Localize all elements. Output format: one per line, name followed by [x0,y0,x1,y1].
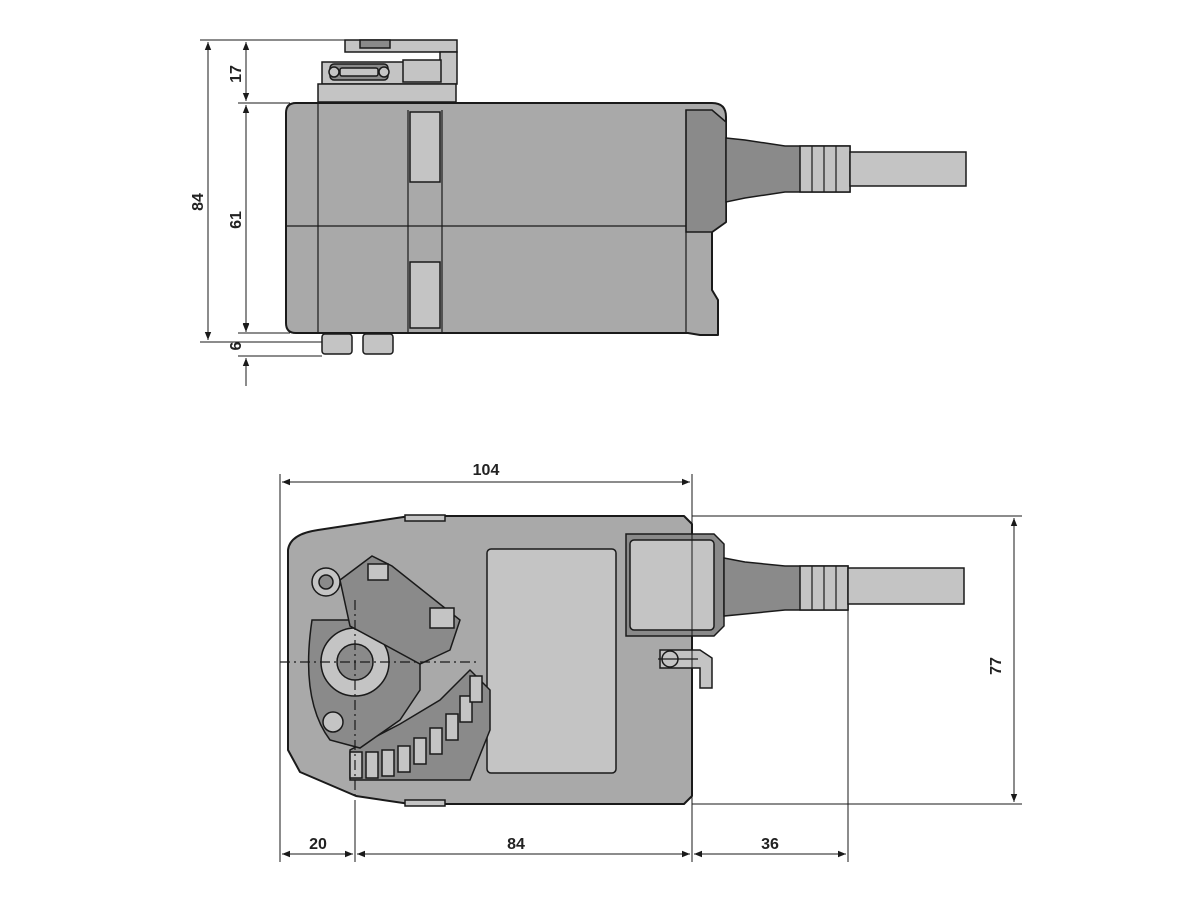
top-cable [723,557,965,617]
side-view: 84 17 61 6 [190,39,967,386]
side-cable [725,137,967,203]
side-clamp [317,39,458,103]
side-body [285,102,727,336]
side-feet [321,333,394,355]
dim-side-middle: 61 [228,211,245,229]
dim-top-left: 20 [309,836,327,853]
dim-side-total: 84 [190,193,207,211]
dim-top-center: 84 [507,836,525,853]
dim-top-total-width: 104 [473,462,500,479]
top-view: 104 77 20 84 36 [279,462,1022,862]
top-dimensions: 104 77 20 84 36 [279,462,1022,862]
dim-side-top: 17 [228,65,245,83]
dim-top-height: 77 [988,657,1005,675]
dim-side-bottom: 6 [228,341,245,350]
label-area [486,548,617,774]
side-dimensions: 84 17 61 6 [190,39,345,386]
dim-top-right: 36 [761,836,779,853]
